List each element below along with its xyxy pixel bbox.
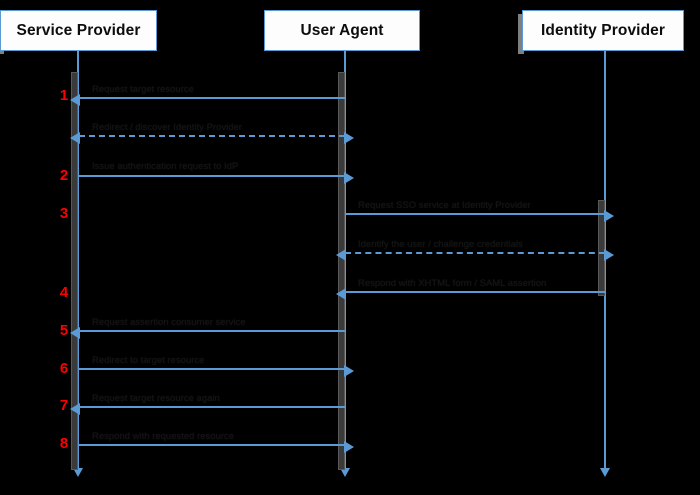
arrowhead-left-m1 [70,94,80,106]
arrowhead-right-m8 [344,365,354,377]
arrowhead-left-m9 [70,403,80,415]
arrowhead-left-m7 [70,327,80,339]
participant-box-user-agent[interactable]: User Agent [264,10,420,51]
message-arrow-m10[interactable] [79,441,354,453]
participant-label-service-provider: Service Provider [16,21,141,39]
participant-box-identity-provider[interactable]: Identity Provider [522,10,684,51]
message-arrow-m1[interactable] [70,94,345,106]
step-marker-8: 8 [59,435,69,452]
lifeline-arrow-identity-provider [600,468,610,477]
message-arrow-m7[interactable] [70,327,345,339]
message-arrow-m8[interactable] [79,365,354,377]
message-label-m3: Issue authentication request to IdP [92,161,239,172]
participant-box-service-provider[interactable]: Service Provider [0,10,157,51]
message-label-m4: Request SSO service at Identity Provider [358,200,531,211]
message-arrow-m4[interactable] [345,210,614,222]
lifeline-identity-provider [604,51,606,471]
lifeline-arrow-service-provider [73,468,83,477]
arrowhead-left-m5 [336,249,346,261]
participant-label-identity-provider: Identity Provider [540,21,665,39]
message-label-m9: Request target resource again [92,393,220,404]
arrowhead-right-m2 [344,132,354,144]
arrowhead-left-m2 [70,132,80,144]
step-marker-5: 5 [59,322,69,339]
step-marker-7: 7 [59,397,69,414]
message-label-m8: Redirect to target resource [92,355,205,366]
arrowhead-right-m3 [344,172,354,184]
activation-bar-service-provider [71,72,78,470]
lifeline-arrow-user-agent [340,468,350,477]
arrowhead-left-m6 [336,288,346,300]
message-label-m5: Identify the user / challenge credential… [358,239,523,250]
message-arrow-m9[interactable] [70,403,345,415]
message-label-m7: Request assertion consumer service [92,317,246,328]
message-label-m10: Respond with requested resource [92,431,235,442]
activation-bar-user-agent [338,72,345,470]
step-marker-3: 3 [59,205,69,222]
arrowhead-right-m10 [344,441,354,453]
activation-bar-identity-provider [598,200,605,296]
message-label-m2: Redirect / discover Identity Provider [92,122,242,133]
message-arrow-m3[interactable] [79,172,354,184]
step-marker-6: 6 [59,360,69,377]
participant-label-user-agent: User Agent [300,21,384,39]
lifeline-service-provider [77,51,79,471]
step-marker-1: 1 [59,87,69,104]
message-arrow-m2[interactable] [70,132,354,144]
step-marker-2: 2 [59,167,69,184]
arrowhead-right-m5 [604,249,614,261]
message-label-m1: Request target resource [92,84,194,95]
message-arrow-m5[interactable] [336,249,614,261]
step-marker-4: 4 [59,284,69,301]
lifeline-user-agent [344,51,346,471]
arrowhead-right-m4 [604,210,614,222]
message-arrow-m6[interactable] [336,288,605,300]
identity-provider-box-shadow [518,14,524,54]
message-label-m6: Respond with XHTML form / SAML assertion [358,278,547,289]
